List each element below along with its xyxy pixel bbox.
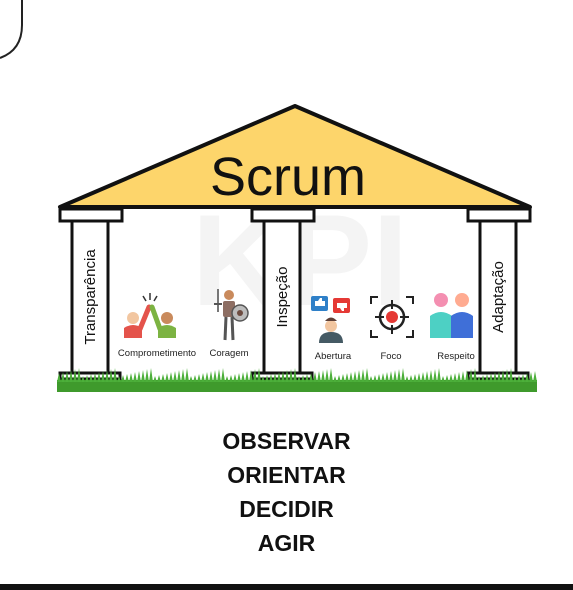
pillar-label-transparencia: Transparência	[82, 249, 99, 345]
bottom-border	[0, 584, 573, 590]
pillar-column-center	[262, 219, 302, 378]
grass	[57, 368, 537, 392]
roof	[58, 104, 532, 209]
pillar-column-right	[478, 219, 518, 378]
pillar-label-adaptacao: Adaptação	[490, 261, 507, 333]
people-icon	[430, 293, 473, 338]
pillar-capital-center	[250, 207, 316, 223]
value-label-comprometimento: Comprometimento	[118, 348, 196, 359]
value-label-coragem: Coragem	[209, 348, 248, 359]
ooda-steps: OBSERVAR ORIENTAR DECIDIR AGIR	[0, 424, 573, 560]
corner-fragment	[0, 0, 23, 59]
value-label-abertura: Abertura	[315, 351, 352, 362]
target-icon	[370, 296, 414, 338]
knight-shield-icon	[214, 289, 249, 341]
pillar-capital-right	[466, 207, 532, 223]
value-label-respeito: Respeito	[437, 351, 475, 362]
pillar-capital-left	[58, 207, 124, 223]
pillar-column-left	[70, 219, 110, 378]
pillar-label-inspecao: Inspeção	[274, 267, 291, 328]
high-five-icon	[124, 293, 176, 338]
feedback-icon	[311, 296, 350, 343]
value-label-foco: Foco	[380, 351, 401, 362]
step-observar: OBSERVAR	[222, 428, 351, 454]
step-decidir: DECIDIR	[239, 496, 334, 522]
diagram-title: Scrum	[210, 147, 366, 207]
step-orientar: ORIENTAR	[227, 462, 346, 488]
step-agir: AGIR	[257, 530, 316, 556]
